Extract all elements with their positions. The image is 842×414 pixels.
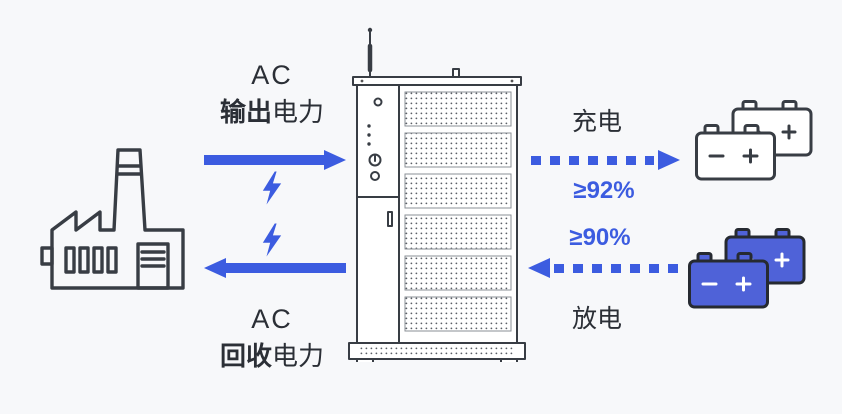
discharge-efficiency: ≥90%	[569, 224, 631, 251]
charge-label: 充电	[571, 108, 622, 136]
factory-icon	[40, 148, 185, 290]
cabinet-foot	[356, 358, 374, 362]
ac-return-arrow	[204, 258, 346, 278]
lightning-bolt-icon	[262, 223, 282, 257]
arrow-shaft	[224, 263, 346, 273]
cabinet-foot	[500, 358, 518, 362]
ac-return-emphasis: 回收	[219, 341, 272, 371]
cabinet-top-cap	[352, 76, 522, 86]
arrow-shaft	[204, 155, 326, 165]
arrow-head-right	[658, 150, 680, 170]
arrow-head-left	[528, 258, 550, 278]
bolt-dot	[510, 79, 514, 83]
power-knob	[368, 153, 382, 167]
cabinet-vent-grilles	[404, 91, 512, 332]
bolt-shape	[262, 171, 282, 205]
ac-output-prefix: AC	[251, 60, 293, 90]
factory-outline	[50, 148, 185, 290]
cabinet-antenna	[367, 27, 373, 81]
pcs-cabinet-icon	[348, 27, 526, 362]
cabinet-top-nub	[452, 68, 460, 78]
lightning-bolt-icon	[262, 171, 282, 205]
ac-return-label: 回收电力	[182, 336, 362, 373]
ac-output-label: 输出电力	[182, 92, 362, 129]
battery-front	[695, 124, 776, 181]
battery-body	[695, 131, 776, 181]
led-indicator	[367, 124, 371, 128]
discharge-arrow	[528, 258, 678, 278]
charge-arrow	[531, 150, 680, 170]
arrow-head-right	[324, 150, 346, 170]
bolt-dot	[360, 79, 364, 83]
arrow-dashes	[531, 156, 654, 165]
arrow-head-left	[204, 258, 226, 278]
arrow-dashes	[554, 264, 678, 273]
ac-output-emphasis: 输出	[219, 97, 272, 127]
door-handle	[387, 211, 393, 227]
bolt-shape	[262, 223, 282, 257]
discharge-battery-pack-icon	[688, 228, 806, 309]
battery-body	[688, 259, 769, 309]
logo-mark	[373, 97, 383, 107]
ac-return-suffix: 电力	[272, 341, 325, 371]
led-indicator	[367, 142, 371, 146]
factory-windows	[64, 246, 118, 274]
dial-knob	[370, 171, 380, 181]
charge-battery-pack-icon	[695, 100, 813, 181]
ac-return-prefix: AC	[251, 304, 293, 334]
cabinet-base	[348, 342, 526, 362]
ac-output-suffix: 电力	[272, 97, 325, 127]
factory-side-tab	[40, 246, 54, 266]
cabinet-control-panel	[356, 97, 400, 227]
ac-output-arrow	[204, 150, 346, 170]
discharge-label: 放电	[571, 305, 622, 333]
led-indicator	[367, 133, 371, 137]
charge-efficiency: ≥92%	[573, 177, 635, 204]
battery-front	[688, 252, 769, 309]
factory-door	[136, 242, 170, 290]
